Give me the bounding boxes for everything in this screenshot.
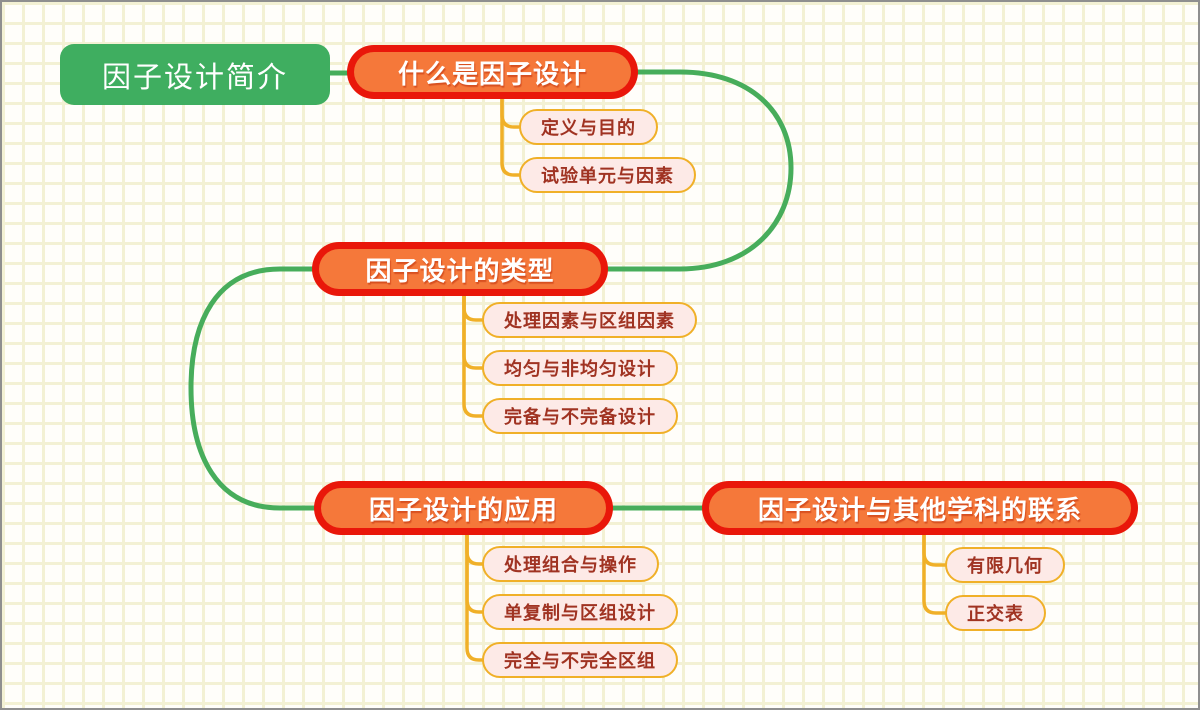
edge-branch2-to-branch3 [188,266,319,511]
child-node-single-replicate-block-design[interactable]: 单复制与区组设计 [482,594,678,630]
child-node-experimental-units-factors[interactable]: 试验单元与因素 [519,157,696,193]
edge-branch2-child3 [462,292,486,418]
edge-branch1-child1 [500,95,523,129]
edge-branch3-child3 [465,531,486,662]
root-node[interactable]: 因子设计简介 [60,44,330,105]
topic-node-applications-of-factorial-design[interactable]: 因子设计的应用 [314,481,613,535]
edge-branch2-child1 [462,292,486,322]
child-node-definition-purpose[interactable]: 定义与目的 [519,109,658,145]
topic-node-links-to-other-disciplines[interactable]: 因子设计与其他学科的联系 [702,481,1138,535]
edge-branch3-child2 [465,531,486,614]
child-node-complete-vs-incomplete-blocks[interactable]: 完全与不完全区组 [482,642,678,678]
edge-branch2-child2 [462,292,486,370]
edge-branch1-child2 [500,95,523,177]
topic-label: 什么是因子设计 [354,52,631,92]
topic-node-what-is-factorial-design[interactable]: 什么是因子设计 [347,45,638,99]
topic-label: 因子设计的应用 [321,488,606,528]
edge-branch1-to-branch2 [603,69,794,272]
topic-label: 因子设计的类型 [319,249,601,289]
child-node-finite-geometry[interactable]: 有限几何 [945,547,1065,583]
child-node-treatment-vs-block-factors[interactable]: 处理因素与区组因素 [482,302,697,338]
edge-branch4-child1 [922,531,949,567]
child-node-complete-vs-incomplete-design[interactable]: 完备与不完备设计 [482,398,678,434]
child-node-uniform-vs-nonuniform[interactable]: 均匀与非均匀设计 [482,350,678,386]
child-node-treatment-combinations-operations[interactable]: 处理组合与操作 [482,546,659,582]
edge-branch4-child2 [922,531,949,615]
child-node-orthogonal-arrays[interactable]: 正交表 [945,595,1046,631]
topic-label: 因子设计与其他学科的联系 [709,488,1131,528]
topic-node-types-of-factorial-design[interactable]: 因子设计的类型 [312,242,608,296]
